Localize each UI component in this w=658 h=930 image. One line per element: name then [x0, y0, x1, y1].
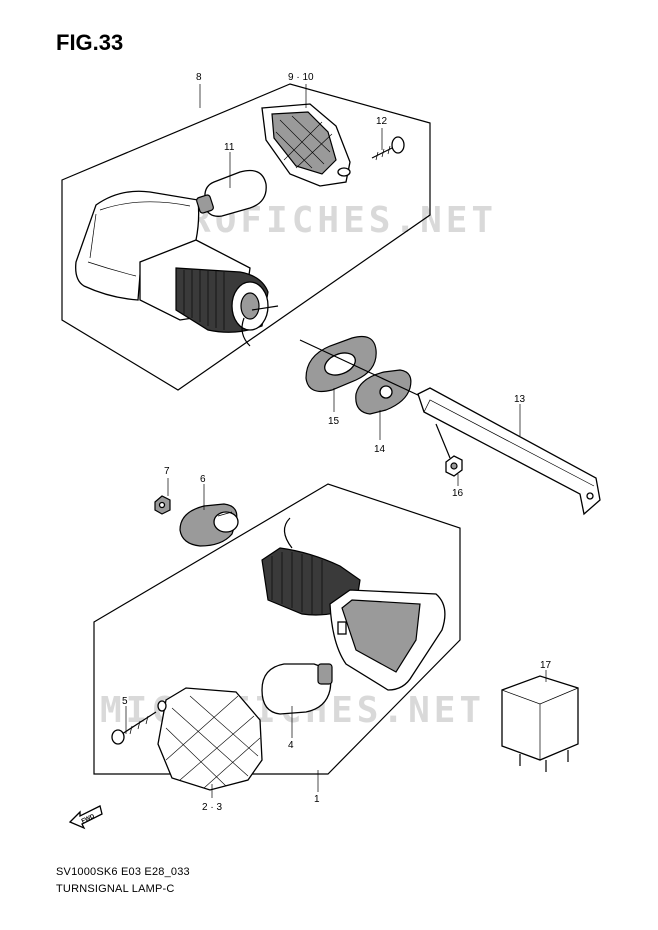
- callout-9-10: 9 · 10: [288, 72, 314, 83]
- fwd-label: FWD: [81, 813, 97, 824]
- callout-7: 7: [164, 466, 170, 477]
- gasket: [305, 335, 377, 393]
- callout-14: 14: [374, 444, 386, 455]
- callout-4: 4: [288, 740, 294, 751]
- upper-bulb: [196, 169, 267, 217]
- nut-bracket: [435, 423, 463, 477]
- assembly-outline-upper: [61, 83, 431, 391]
- upper-lens: [261, 103, 351, 187]
- callout-12: 12: [376, 116, 388, 127]
- callout-13: 13: [514, 394, 526, 405]
- callout-5: 5: [122, 696, 128, 707]
- leader-lines: [125, 84, 547, 798]
- relay: [501, 675, 579, 772]
- screw-upper: [371, 136, 405, 161]
- lower-bulb: [261, 663, 333, 715]
- bracket: [417, 387, 601, 516]
- figure-title: FIG.33: [56, 30, 124, 55]
- upper-lamp-housing: [75, 190, 279, 347]
- callout-17: 17: [540, 660, 552, 671]
- lower-lens: [157, 687, 263, 791]
- screw-lower: [111, 711, 157, 745]
- callout-1: 1: [314, 794, 320, 805]
- callout-11: 11: [224, 142, 235, 153]
- callout-6: 6: [200, 474, 206, 485]
- assembly-outline-lower: [93, 483, 461, 775]
- figure-code: SV1000SK6 E03 E28_033: [56, 866, 190, 878]
- callout-16: 16: [452, 488, 464, 499]
- figure-name: TURNSIGNAL LAMP-C: [56, 883, 175, 895]
- callout-2-3: 2 · 3: [202, 802, 222, 813]
- nut-lower: [154, 495, 171, 515]
- lower-lamp-housing: [261, 517, 446, 691]
- callout-8: 8: [196, 72, 202, 83]
- grommet: [179, 503, 239, 547]
- washer: [299, 339, 421, 415]
- callout-15: 15: [328, 416, 340, 427]
- fwd-arrow: FWD: [68, 805, 103, 830]
